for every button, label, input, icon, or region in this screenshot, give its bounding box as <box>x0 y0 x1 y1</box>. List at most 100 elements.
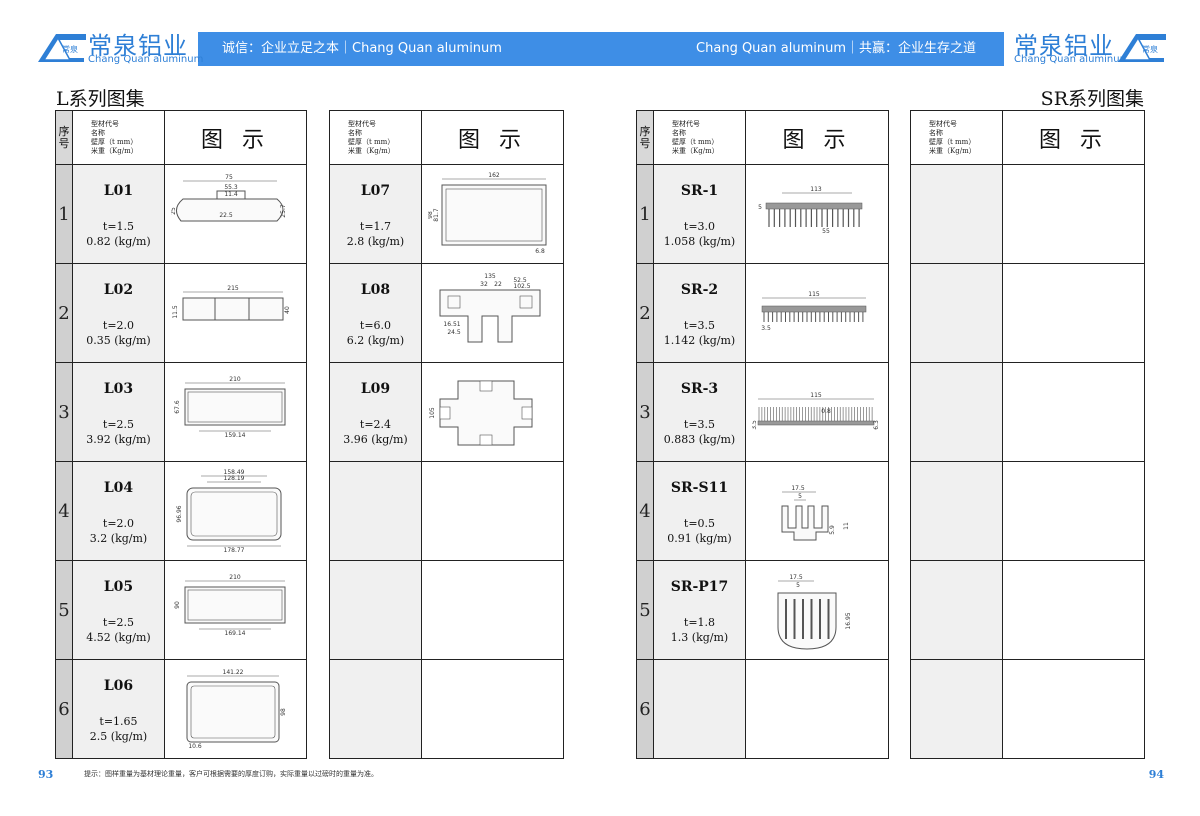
wall-thickness: t=1.65 <box>99 715 138 728</box>
info-header-line: 名称 <box>672 128 686 137</box>
logo-mark-text: 常泉 <box>62 44 78 54</box>
info-header: 型材代号名称壁厚（t mm）米重（Kg/m） <box>72 110 165 165</box>
info-header-line: 壁厚（t mm） <box>91 137 138 146</box>
svg-text:67.6: 67.6 <box>174 400 181 414</box>
svg-text:102.5: 102.5 <box>513 283 530 290</box>
meter-weight: 0.883 (kg/m) <box>663 433 736 446</box>
svg-text:25.7: 25.7 <box>280 204 287 218</box>
svg-text:169.14: 169.14 <box>224 630 245 637</box>
left-section-title: L系列图集 <box>56 88 145 110</box>
profile-info <box>329 560 422 660</box>
right-page-number: 94 <box>1148 768 1164 781</box>
meter-weight: 2.5 (kg/m) <box>89 730 148 743</box>
wall-thickness: t=2.0 <box>102 319 135 332</box>
catalog-table: 型材代号名称壁厚（t mm）米重（Kg/m）图 示 <box>910 110 1145 759</box>
wall-thickness: t=2.0 <box>102 517 135 530</box>
svg-text:6.8: 6.8 <box>535 248 545 255</box>
wall-thickness: t=3.0 <box>683 220 716 233</box>
profile-figure <box>421 461 564 561</box>
left-slogan: 诚信：企业立足之本｜Chang Quan aluminum <box>222 41 502 56</box>
profile-drawing: 105 <box>429 380 532 446</box>
info-header-line: 壁厚（t mm） <box>348 137 395 146</box>
svg-text:55.3: 55.3 <box>224 184 238 191</box>
wall-thickness: t=3.5 <box>683 418 716 431</box>
logo-en-text: Chang Quan aluminum <box>88 54 204 65</box>
profile-info <box>910 362 1003 462</box>
svg-text:24.5: 24.5 <box>447 329 461 336</box>
svg-text:210: 210 <box>229 376 241 383</box>
svg-text:16.51: 16.51 <box>443 321 460 328</box>
profile-figure: 105 <box>421 362 564 462</box>
meter-weight: 6.2 (kg/m) <box>346 334 405 347</box>
meter-weight: 0.82 (kg/m) <box>86 235 151 248</box>
wall-thickness: t=1.8 <box>683 616 716 629</box>
svg-text:22.5: 22.5 <box>219 212 233 219</box>
wall-thickness: t=2.5 <box>102 616 135 629</box>
profile-info <box>653 659 746 759</box>
profile-figure <box>1002 362 1145 462</box>
wall-thickness: t=3.5 <box>683 319 716 332</box>
svg-text:5: 5 <box>758 204 762 211</box>
svg-text:215: 215 <box>227 285 239 292</box>
info-header-line: 名称 <box>91 128 105 137</box>
header-band: 诚信：企业立足之本｜Chang Quan aluminum Chang Quan… <box>198 32 1004 66</box>
profile-code: L09 <box>360 381 391 397</box>
svg-text:5.9: 5.9 <box>829 525 836 535</box>
profile-figure <box>1002 560 1145 660</box>
profile-code: L05 <box>103 579 134 595</box>
logo-en-text: Chang Quan aluminum <box>1014 54 1130 65</box>
svg-text:75: 75 <box>225 174 233 181</box>
table-row <box>910 263 1145 363</box>
figure-header: 图 示 <box>164 110 307 165</box>
row-number: 6 <box>55 659 73 759</box>
profile-figure <box>1002 263 1145 363</box>
profile-info <box>910 263 1003 363</box>
table-header-row: 型材代号名称壁厚（t mm）米重（Kg/m）图 示 <box>910 110 1145 165</box>
info-header-line: 名称 <box>348 128 362 137</box>
svg-text:210: 210 <box>229 574 241 581</box>
svg-text:40: 40 <box>284 306 291 314</box>
svg-text:0.8: 0.8 <box>821 408 831 415</box>
profile-code: L06 <box>103 678 134 694</box>
profile-code: L08 <box>360 282 391 298</box>
svg-text:3.5: 3.5 <box>752 420 758 430</box>
profile-info <box>910 164 1003 264</box>
info-header: 型材代号名称壁厚（t mm）米重（Kg/m） <box>653 110 746 165</box>
profile-info: L05 t=2.5 4.52 (kg/m) <box>72 560 165 660</box>
row-number: 4 <box>636 461 654 561</box>
logo-mark-icon: 常泉 <box>38 34 86 62</box>
svg-text:10.6: 10.6 <box>188 743 202 750</box>
row-number: 1 <box>636 164 654 264</box>
row-number: 3 <box>55 362 73 462</box>
svg-text:115: 115 <box>808 291 820 298</box>
info-header-line: 壁厚（t mm） <box>672 137 719 146</box>
info-header-line: 米重（Kg/m） <box>929 146 976 155</box>
meter-weight: 1.058 (kg/m) <box>663 235 736 248</box>
meter-weight: 4.52 (kg/m) <box>86 631 151 644</box>
